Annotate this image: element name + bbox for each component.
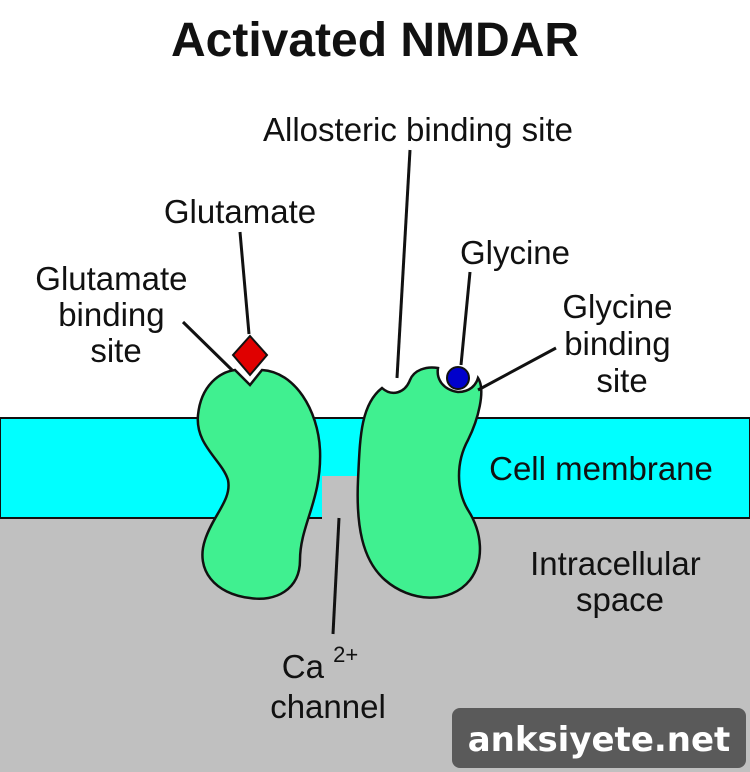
pointer-glycine xyxy=(459,271,472,366)
receptor-subunit-right xyxy=(356,366,483,599)
pointer-glutamate xyxy=(238,231,251,335)
glutamate-molecule xyxy=(231,334,269,377)
label-glycine-site: Glycine binding site xyxy=(562,288,681,399)
pointer-glutamate-site xyxy=(181,320,234,372)
label-cell-membrane: Cell membrane xyxy=(489,450,713,487)
label-glutamate: Glutamate xyxy=(164,193,316,230)
glycine-molecule xyxy=(446,366,470,390)
label-ca-channel: Ca 2+ xyxy=(282,642,358,685)
label-allosteric-site: Allosteric binding site xyxy=(263,111,573,148)
label-ca-charge: 2+ xyxy=(333,642,358,667)
extracellular-space xyxy=(0,0,750,418)
pointer-channel xyxy=(331,517,341,635)
label-glycine: Glycine xyxy=(460,234,570,271)
pointer-glycine-site xyxy=(477,346,557,392)
diagram-title: Activated NMDAR xyxy=(171,14,579,67)
receptor-subunit-left xyxy=(196,368,322,600)
watermark-box xyxy=(452,708,746,768)
label-glutamate-site: Glutamate binding site xyxy=(35,260,196,369)
watermark-text: anksiyete.net xyxy=(468,720,731,760)
label-intracellular-space: Intracellular space xyxy=(530,545,710,618)
label-ca: Ca xyxy=(282,648,325,685)
pointer-allosteric xyxy=(395,149,412,379)
channel-gap xyxy=(322,476,362,519)
label-channel: channel xyxy=(270,688,386,725)
